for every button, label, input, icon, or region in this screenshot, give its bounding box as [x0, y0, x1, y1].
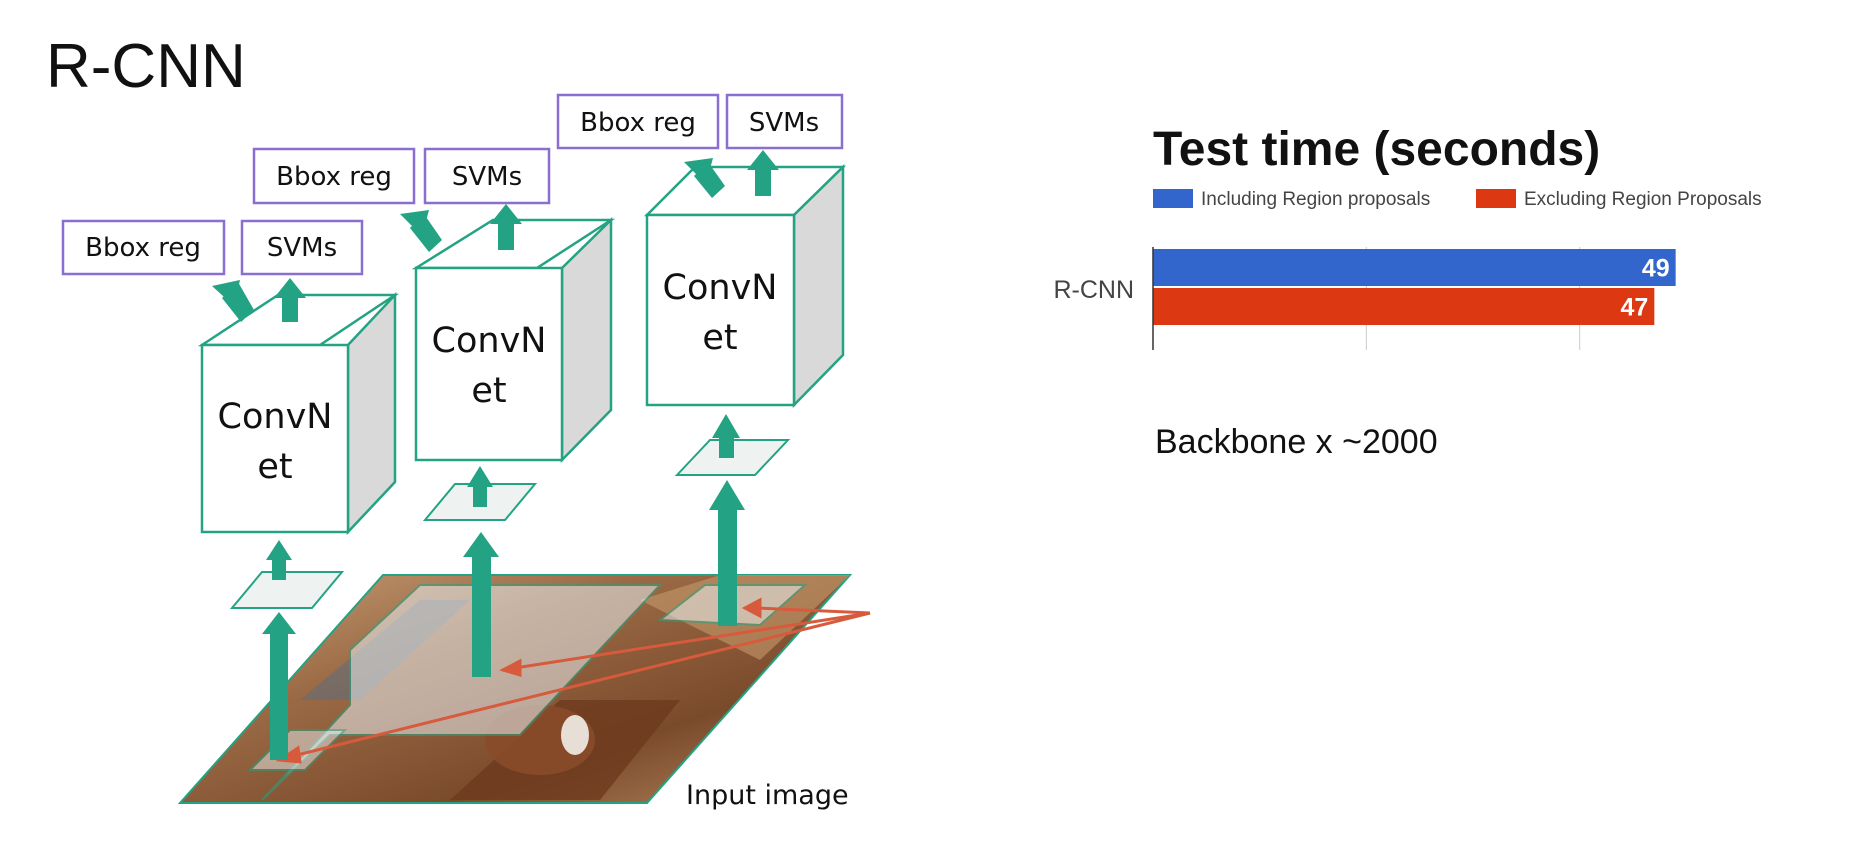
- up-arrow-icon: [747, 150, 779, 196]
- convnet-label-line2: et: [471, 371, 506, 411]
- convnet-cube: [643, 164, 847, 409]
- svg-text:Bbox reg: Bbox reg: [276, 162, 392, 192]
- region-crop-plate: [229, 571, 345, 609]
- up-arrow-icon: [262, 612, 296, 760]
- bbox-arrow-icon: [212, 280, 254, 322]
- category-label: R-CNN: [1053, 276, 1134, 304]
- chart-title: Test time (seconds): [1153, 123, 1600, 176]
- slide-title: R-CNN: [46, 32, 246, 101]
- convnet-cube: [197, 291, 400, 536]
- up-arrow-icon: [274, 278, 306, 322]
- bar: [1153, 288, 1655, 325]
- convnet-label-line2: et: [257, 447, 292, 487]
- bbox-reg-label: Bbox reg: [252, 147, 416, 205]
- input-image: [177, 574, 853, 804]
- convnet-cube: [411, 217, 616, 464]
- svms-label: SVMs: [423, 147, 551, 205]
- pipeline-stack-right: ConvN et Bbox reg SVMs: [556, 93, 847, 626]
- svg-text:SVMs: SVMs: [267, 233, 337, 263]
- svg-text:Bbox reg: Bbox reg: [580, 108, 696, 138]
- pipeline-stack-left: ConvN et Bbox reg SVMs: [61, 219, 400, 760]
- convnet-label-line1: ConvN: [432, 321, 547, 361]
- backbone-note: Backbone x ~2000: [1155, 423, 1438, 461]
- up-arrow-icon: [463, 532, 499, 677]
- chart-category-labels: R-CNN: [1053, 276, 1134, 304]
- up-arrow-icon: [712, 414, 740, 458]
- legend-swatch: [1153, 189, 1193, 208]
- up-arrow-icon: [709, 480, 745, 626]
- convnet-label-line2: et: [702, 318, 737, 358]
- input-image-label: Input image: [686, 780, 849, 811]
- legend-label: Including Region proposals: [1201, 189, 1430, 210]
- svg-text:SVMs: SVMs: [749, 108, 819, 138]
- legend-swatch: [1476, 189, 1516, 208]
- chart-legend: Including Region proposals Excluding Regi…: [1153, 189, 1762, 210]
- bbox-arrow-icon: [684, 158, 725, 198]
- bbox-reg-label: Bbox reg: [61, 219, 226, 276]
- bbox-arrow-icon: [400, 210, 442, 252]
- bar-value-label: 49: [1642, 255, 1670, 283]
- svms-label: SVMs: [725, 93, 844, 150]
- convnet-label-line1: ConvN: [218, 397, 333, 437]
- svg-text:Bbox reg: Bbox reg: [85, 233, 201, 263]
- up-arrow-icon: [490, 204, 522, 250]
- bbox-reg-label: Bbox reg: [556, 93, 720, 150]
- test-time-chart: Test time (seconds) Including Region pro…: [1053, 123, 1762, 350]
- bar-value-label: 47: [1621, 294, 1649, 322]
- up-arrow-icon: [467, 466, 493, 507]
- pipeline-stack-middle: ConvN et Bbox reg SVMs: [252, 147, 616, 677]
- svg-text:SVMs: SVMs: [452, 162, 522, 192]
- convnet-label-line1: ConvN: [663, 268, 778, 308]
- svms-label: SVMs: [240, 219, 364, 276]
- bar: [1153, 249, 1676, 286]
- region-proposal-arrows: [275, 597, 871, 764]
- legend-label: Excluding Region Proposals: [1524, 189, 1762, 210]
- up-arrow-icon: [266, 540, 292, 580]
